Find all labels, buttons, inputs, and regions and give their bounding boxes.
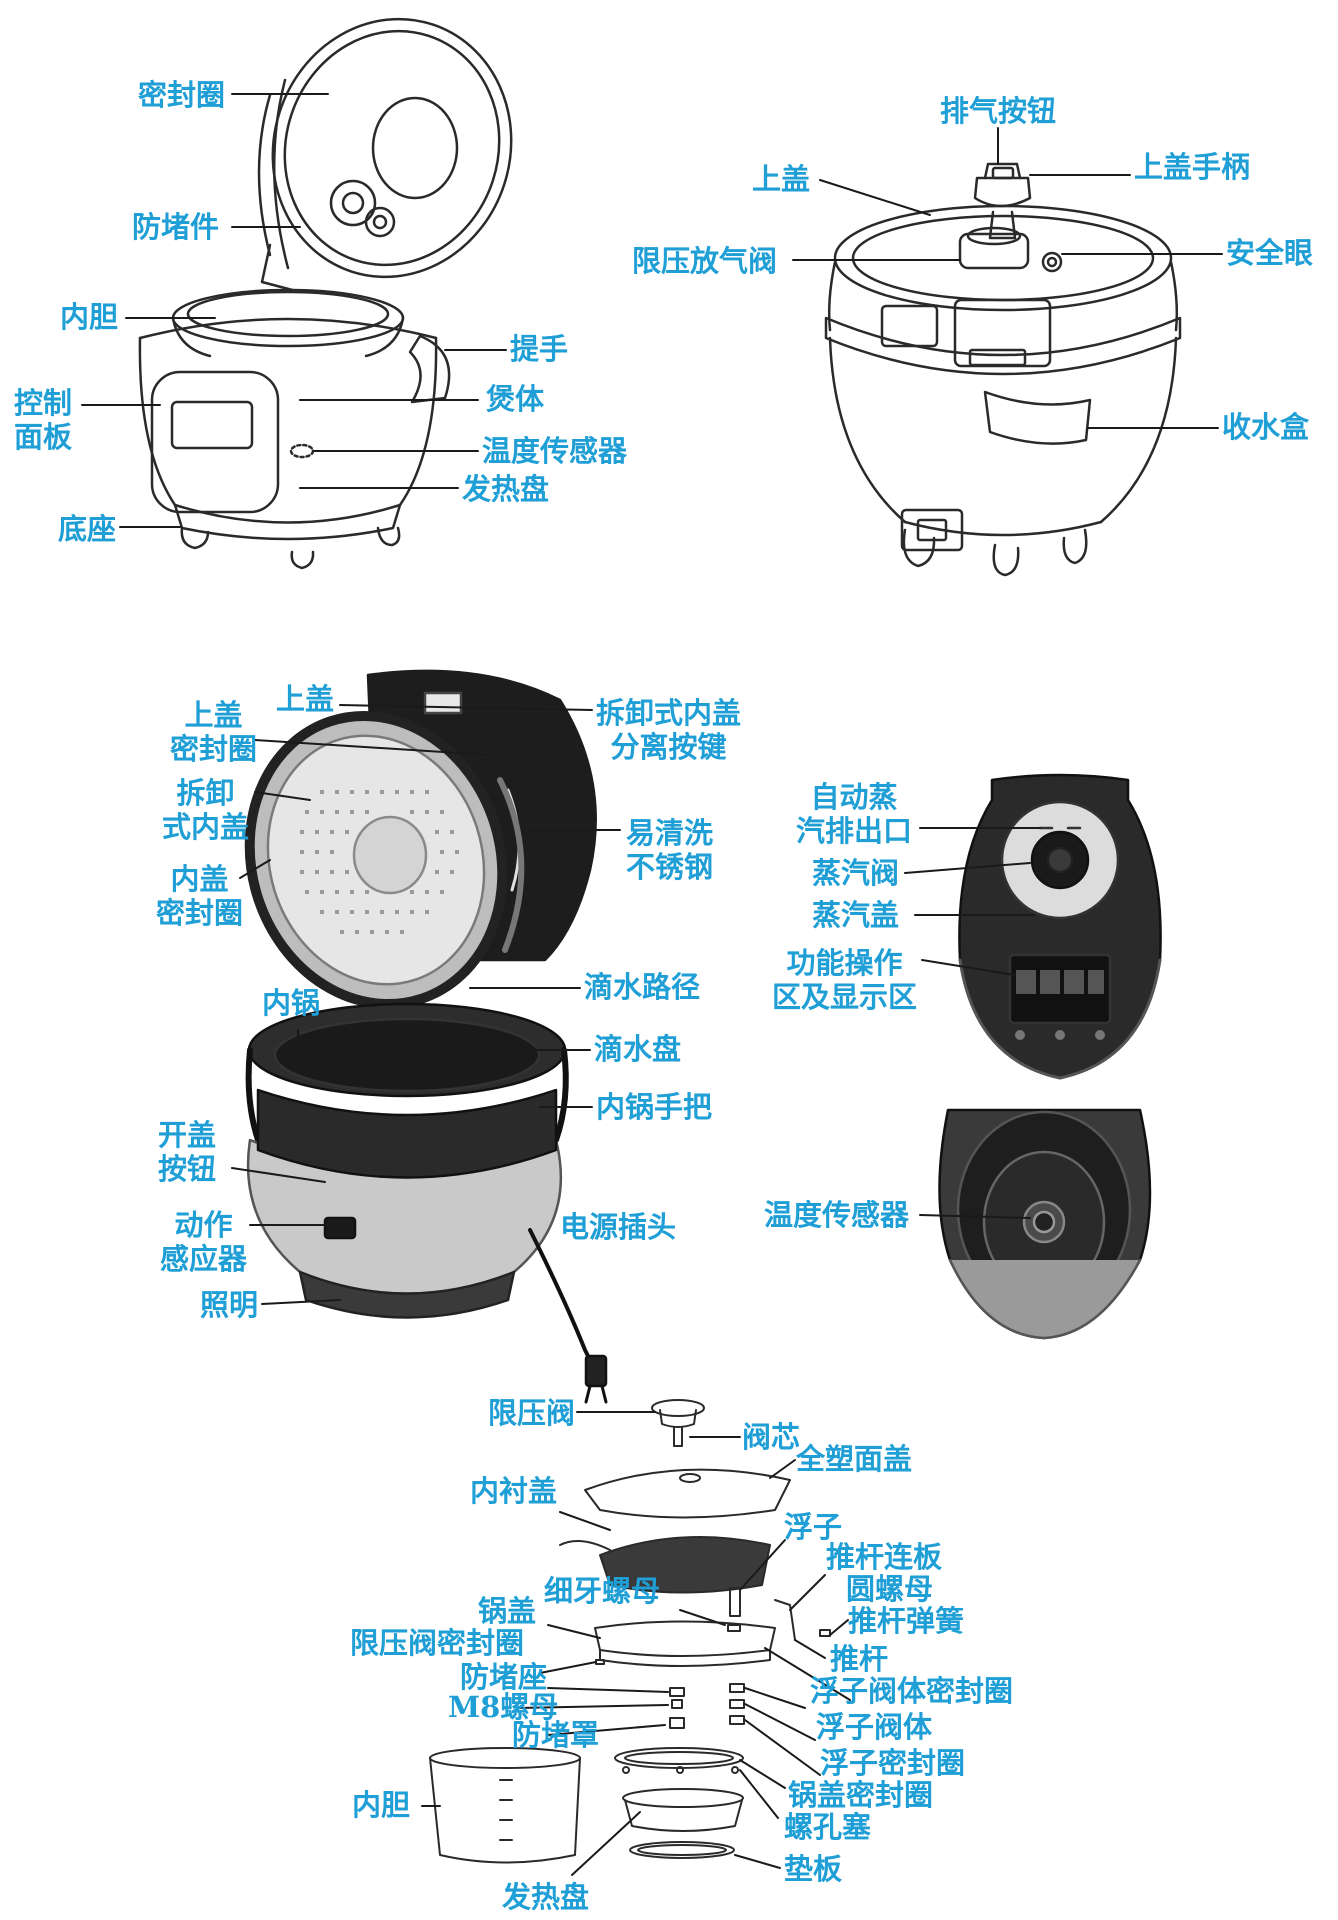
label-lid-handle: 上盖手柄 [1134, 150, 1251, 184]
label-stainless-steel: 易清洗 不锈钢 [626, 816, 714, 884]
label-motion-sensor: 动作 感应器 [160, 1208, 248, 1276]
label-anti-block-seat: 防堵座 [460, 1660, 548, 1694]
label-inner-temperature-sensor: 温度传感器 [764, 1198, 910, 1232]
label-lid-seal-ring: 锅盖密封圈 [788, 1778, 934, 1812]
rice-cooker-inner-pot [171, 288, 405, 358]
label-valve-seal-ring: 限压阀密封圈 [350, 1626, 525, 1660]
label-float-seal-ring: 浮子密封圈 [820, 1746, 966, 1780]
label-lighting: 照明 [200, 1288, 259, 1322]
label-exhaust-button: 排气按钮 [940, 94, 1057, 128]
label-steam-cover: 蒸汽盖 [812, 898, 900, 932]
label-pressure-release-valve: 限压放气阀 [632, 244, 778, 278]
label-water-collector: 收水盒 [1222, 410, 1310, 444]
label-plastic-top-cover: 全塑面盖 [796, 1442, 913, 1476]
label-control-panel: 控制 面板 [14, 386, 73, 454]
label-heating-plate: 发热盘 [462, 472, 550, 506]
ih-cooker-inner-illustration [938, 1108, 1152, 1340]
label-push-rod: 推杆 [830, 1642, 889, 1676]
lid-seal-ring-part [614, 1747, 744, 1774]
small-parts [595, 1587, 831, 1729]
heating-plate-part [622, 1788, 744, 1832]
label-exploded-heating-plate: 发热盘 [502, 1880, 590, 1914]
inner-lining-cover-part [559, 1536, 771, 1594]
pressure-cooker-body [824, 260, 1182, 552]
pot-lid-part [594, 1620, 776, 1667]
label-upper-lid: 上盖 [276, 682, 335, 716]
label-round-nut: 圆螺母 [846, 1572, 934, 1606]
label-inner-lid-seal: 内盖 密封圈 [156, 862, 244, 930]
label-base: 底座 [58, 512, 117, 546]
label-carry-handle: 提手 [510, 332, 569, 366]
label-inner-cooking-pot: 内锅 [262, 986, 321, 1020]
label-fine-thread-nut: 细牙螺母 [544, 1574, 661, 1608]
rice-cooker-lid [257, 17, 513, 294]
label-drip-tray: 滴水盘 [594, 1032, 682, 1066]
label-base-plate: 垫板 [784, 1852, 843, 1886]
pressure-cooker-illustration [824, 162, 1182, 577]
label-inner-lining-cover: 内衬盖 [470, 1474, 558, 1508]
rice-cooker-body [138, 317, 451, 541]
label-auto-steam-outlet: 自动蒸 汽排出口 [796, 780, 913, 848]
label-float: 浮子 [784, 1510, 843, 1544]
label-screw-plug: 螺孔塞 [784, 1810, 872, 1844]
label-seal-ring: 密封圈 [138, 78, 226, 112]
ih-cooker-open-body [245, 1002, 608, 1404]
label-drip-path: 滴水路径 [584, 970, 701, 1004]
ih-cooker-inner-lid [244, 710, 525, 1010]
label-inner-pot: 内胆 [60, 300, 119, 334]
label-exploded-inner-pot: 内胆 [352, 1788, 411, 1822]
label-pot-handle: 内锅手把 [596, 1090, 713, 1124]
label-pressure-limit-valve: 限压阀 [488, 1396, 576, 1430]
label-cooker-body: 煲体 [486, 382, 545, 416]
pressure-cooker-lid [833, 204, 1173, 312]
rice-cooker-feet [180, 526, 401, 570]
label-safety-eye: 安全眼 [1226, 236, 1314, 270]
base-plate-part [629, 1841, 735, 1859]
pressure-limit-valve-part [651, 1399, 705, 1447]
label-control-display-area: 功能操作 区及显示区 [772, 946, 918, 1014]
label-removable-inner-lid: 拆卸 式内盖 [162, 776, 250, 844]
leader-lines [81, 93, 1223, 1876]
pressure-cooker-feet [902, 528, 1088, 577]
pressure-cooker-handle [973, 162, 1032, 240]
label-temperature-sensor: 温度传感器 [482, 434, 628, 468]
ih-cooker-top-illustration [958, 773, 1162, 1080]
label-upper-lid-seal: 上盖 密封圈 [170, 698, 258, 766]
label-float-body-seal: 浮子阀体密封圈 [810, 1674, 1014, 1708]
label-m8-nut: M8螺母 [448, 1690, 559, 1724]
label-push-rod-spring: 推杆弹簧 [848, 1604, 965, 1638]
label-power-plug: 电源插头 [560, 1210, 677, 1244]
label-steam-valve: 蒸汽阀 [812, 856, 900, 890]
label-valve-core: 阀芯 [742, 1420, 801, 1454]
inner-pot-part [429, 1747, 581, 1864]
label-push-rod-plate: 推杆连板 [826, 1540, 943, 1574]
label-anti-block-part: 防堵件 [132, 210, 220, 244]
label-float-valve-body: 浮子阀体 [816, 1710, 933, 1744]
label-pot-lid: 锅盖 [478, 1594, 537, 1628]
ih-cooker-open-illustration [244, 669, 608, 1404]
label-anti-block-cover: 防堵罩 [512, 1718, 600, 1752]
plastic-top-cover-part [584, 1468, 791, 1519]
label-inner-lid-release-button: 拆卸式内盖 分离按键 [596, 696, 742, 764]
label-lid-open-button: 开盖 按钮 [158, 1118, 217, 1186]
label-top-lid: 上盖 [752, 162, 811, 196]
